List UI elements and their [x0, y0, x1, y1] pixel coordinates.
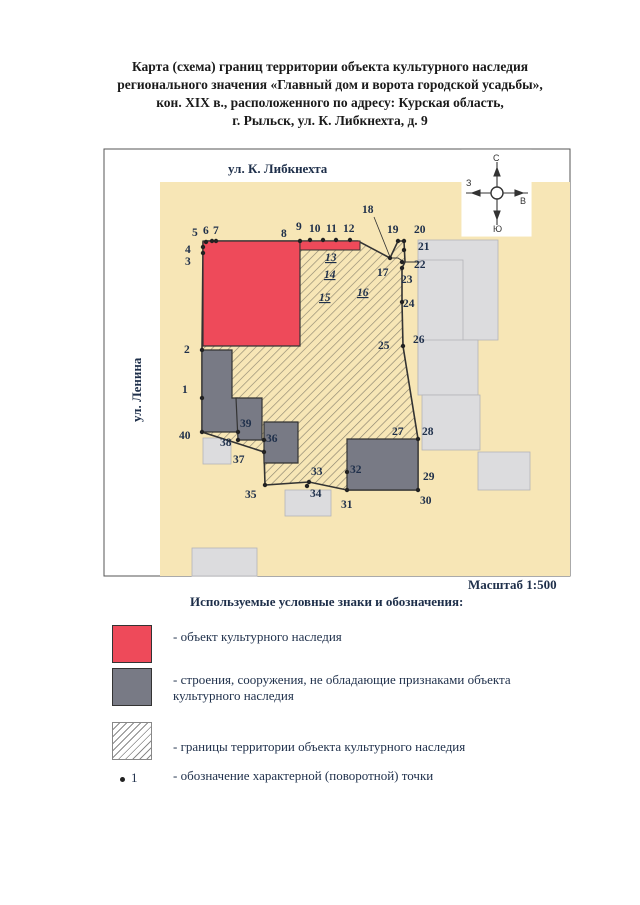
compass-south: Ю	[493, 224, 502, 234]
point-label-6: 6	[203, 225, 209, 237]
point-label-33: 33	[311, 466, 323, 478]
document-title: Карта (схема) границ территории объекта …	[60, 58, 600, 130]
point-label-37: 37	[233, 454, 245, 466]
point-label-1: 1	[182, 384, 188, 396]
compass-icon	[461, 149, 532, 237]
title-line-4: г. Рыльск, ул. К. Либкнехта, д. 9	[232, 113, 428, 128]
legend-text-building-line1: - строения, сооружения, не обладающие пр…	[173, 672, 511, 687]
point-label-21: 21	[418, 241, 430, 253]
point-label-35: 35	[245, 489, 257, 501]
legend-swatch-building	[112, 668, 152, 706]
point-label-13: 13	[325, 252, 337, 264]
title-line-3: кон. XIX в., расположенного по адресу: К…	[156, 95, 504, 110]
neighbour-building	[191, 547, 258, 577]
point-label-16: 16	[357, 287, 369, 299]
point-label-22: 22	[414, 259, 426, 271]
legend-text-point: - обозначение характерной (поворотной) т…	[173, 768, 434, 783]
title-line-2: регионального значения «Главный дом и во…	[117, 77, 543, 92]
detail-line	[390, 257, 420, 263]
point-label-36: 36	[266, 433, 278, 445]
point-label-25: 25	[378, 340, 390, 352]
point-label-19: 19	[387, 224, 399, 236]
legend-swatch-heritage	[112, 625, 152, 663]
building	[201, 349, 239, 433]
point-label-3: 3	[185, 256, 191, 268]
compass-east: В	[520, 196, 526, 206]
title-line-1: Карта (схема) границ территории объекта …	[131, 59, 529, 74]
heritage-object-strip	[299, 240, 361, 251]
legend-text-heritage: - объект культурного наследия	[173, 629, 342, 644]
point-label-29: 29	[423, 471, 435, 483]
point-numbers: 1 2 3 4 5 6 7 8 9 10 11 12 13 14 15 16 1…	[179, 204, 435, 511]
point-label-28: 28	[422, 426, 434, 438]
neighbour-building	[477, 451, 531, 491]
point-label-38: 38	[220, 437, 232, 449]
point-label-14: 14	[324, 269, 336, 281]
legend-dot-sample: 1	[120, 770, 138, 786]
point-label-40: 40	[179, 430, 191, 442]
legend-text-building-line2: культурного наследия	[173, 688, 294, 703]
point-label-18: 18	[362, 204, 374, 216]
neighbour-building	[284, 489, 332, 517]
point-label-7: 7	[213, 225, 219, 237]
point-label-17: 17	[377, 267, 389, 279]
point-label-27: 27	[392, 426, 404, 438]
point-label-32: 32	[350, 464, 362, 476]
turning-points	[199, 237, 421, 493]
point-label-15: 15	[319, 292, 331, 304]
building	[263, 421, 299, 464]
zone-background-left	[160, 182, 200, 576]
point-label-8: 8	[281, 228, 287, 240]
neighbour-building	[202, 437, 232, 465]
legend-dot-number: 1	[131, 770, 138, 785]
street-label-top: ул. К. Либкнехта	[228, 161, 328, 176]
point-label-9: 9	[296, 221, 302, 233]
point-label-4: 4	[185, 244, 191, 256]
point-label-24: 24	[403, 298, 415, 310]
neighbour-buildings	[191, 239, 531, 577]
point-label-11: 11	[326, 223, 337, 235]
point-label-23: 23	[401, 274, 413, 286]
legend-title: Используемые условные знаки и обозначени…	[190, 594, 464, 609]
neighbour-building	[421, 394, 481, 451]
compass-letters: С Ю З В	[466, 153, 526, 234]
heritage-object	[202, 240, 301, 347]
legend-text-boundary: - границы территории объекта культурного…	[173, 739, 466, 754]
compass-north: С	[493, 153, 500, 163]
point-label-5: 5	[192, 227, 198, 239]
compass-west: З	[466, 178, 471, 188]
point-label-20: 20	[414, 224, 426, 236]
point-dot-icon	[120, 776, 125, 782]
map-scale: Масштаб 1:500	[468, 577, 557, 592]
street-label-left: ул. Ленина	[129, 357, 144, 422]
point-label-26: 26	[413, 334, 425, 346]
point-label-31: 31	[341, 499, 353, 511]
legend-text-building: - строения, сооружения, не обладающие пр…	[173, 672, 511, 704]
boundary-map: 1 2 3 4 5 6 7 8 9 10 11 12 13 14 15 16 1…	[103, 148, 571, 577]
point-label-39: 39	[240, 418, 252, 430]
non-heritage-buildings	[201, 349, 419, 491]
point-label-34: 34	[310, 488, 322, 500]
point-label-30: 30	[420, 495, 432, 507]
point-label-10: 10	[309, 223, 321, 235]
point-label-2: 2	[184, 344, 190, 356]
leader-line-18	[373, 216, 391, 258]
legend-swatch-hatch	[112, 722, 152, 760]
neighbour-building	[417, 339, 479, 396]
point-label-12: 12	[343, 223, 355, 235]
